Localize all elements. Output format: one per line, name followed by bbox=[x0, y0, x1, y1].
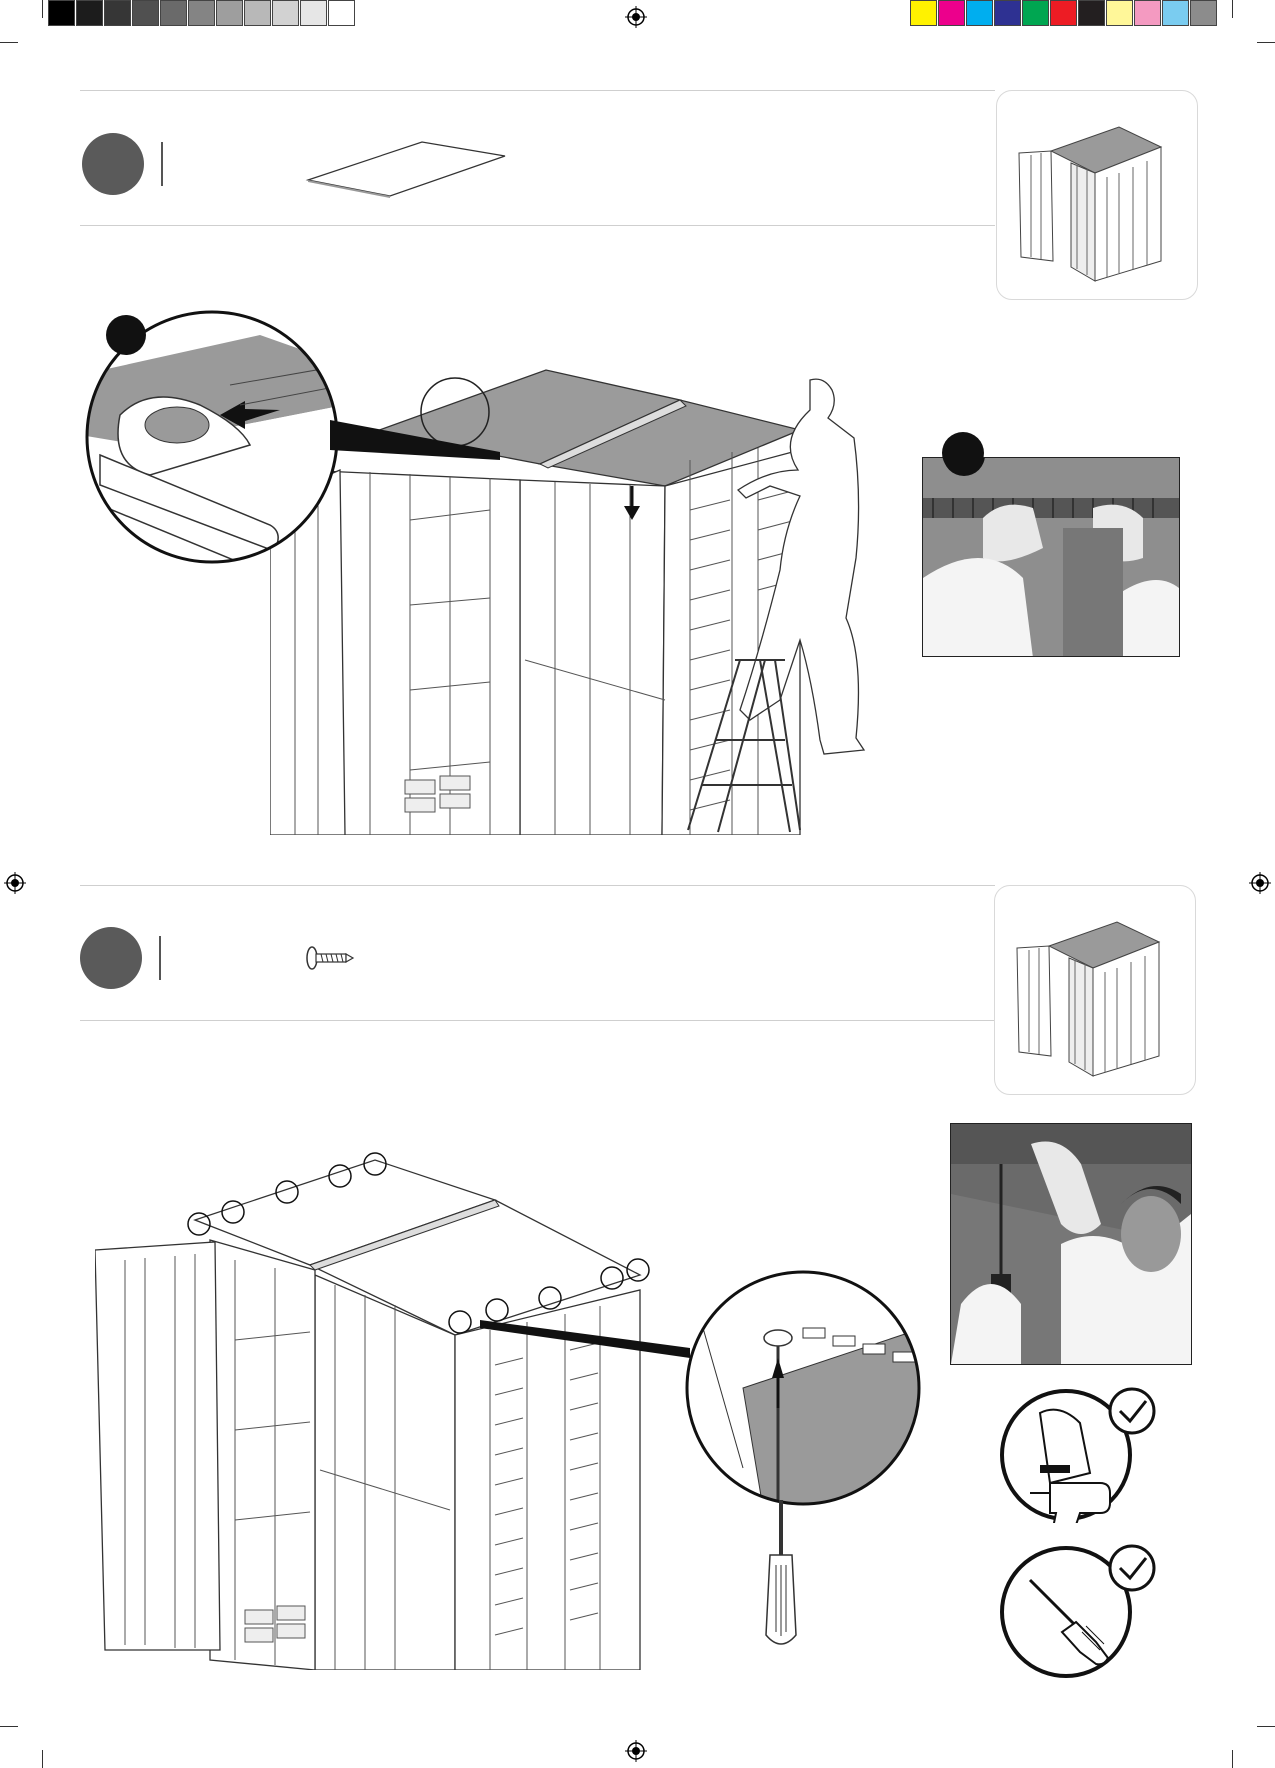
process-color-bar bbox=[910, 0, 1218, 28]
step-divider bbox=[80, 1020, 995, 1021]
crop-mark bbox=[42, 1750, 43, 1768]
color-swatch bbox=[1078, 0, 1105, 26]
crop-mark bbox=[1257, 42, 1275, 43]
shed-overview-icon bbox=[995, 886, 1195, 1094]
photo-step-marker bbox=[942, 432, 984, 474]
color-swatch bbox=[1106, 0, 1133, 26]
color-swatch bbox=[272, 0, 299, 26]
color-swatch bbox=[1022, 0, 1049, 26]
shed-overview-icon bbox=[997, 91, 1197, 299]
color-swatch bbox=[244, 0, 271, 26]
step-separator bbox=[159, 936, 161, 980]
registration-mark-icon bbox=[625, 6, 647, 28]
roof-screw-fastening-illustration bbox=[95, 1150, 665, 1670]
color-swatch bbox=[300, 0, 327, 26]
roof-panel-icon bbox=[300, 136, 515, 200]
detail-pointer bbox=[330, 410, 510, 480]
crop-mark bbox=[0, 1726, 18, 1727]
registration-mark-icon bbox=[1249, 872, 1271, 894]
registration-mark-icon bbox=[625, 1740, 647, 1762]
grayscale-color-bar bbox=[48, 0, 356, 28]
crop-mark bbox=[42, 0, 43, 18]
color-swatch bbox=[910, 0, 937, 26]
roof-clip-detail-icon bbox=[80, 305, 345, 570]
color-swatch bbox=[1134, 0, 1161, 26]
color-swatch bbox=[188, 0, 215, 26]
screw-detail-icon bbox=[683, 1268, 923, 1508]
color-swatch bbox=[994, 0, 1021, 26]
step-number-bubble bbox=[82, 133, 144, 195]
screwdriver-photo bbox=[950, 1123, 1192, 1365]
step-divider bbox=[80, 885, 995, 886]
color-swatch bbox=[938, 0, 965, 26]
screwdriver-illustration bbox=[756, 1500, 806, 1650]
crop-mark bbox=[0, 42, 18, 43]
step-separator bbox=[161, 142, 163, 186]
shed-overview-thumbnail bbox=[994, 885, 1196, 1095]
shed-overview-thumbnail bbox=[996, 90, 1198, 300]
crop-mark bbox=[1232, 0, 1233, 18]
color-swatch bbox=[328, 0, 355, 26]
color-swatch bbox=[216, 0, 243, 26]
step-divider bbox=[80, 225, 995, 226]
ridge-cap-press-photo bbox=[922, 457, 1180, 657]
color-swatch bbox=[1190, 0, 1217, 26]
drill-icon bbox=[1000, 1383, 1160, 1523]
crop-mark bbox=[1257, 1726, 1275, 1727]
screwdriver-icon bbox=[1000, 1540, 1160, 1680]
color-swatch bbox=[132, 0, 159, 26]
color-swatch bbox=[966, 0, 993, 26]
crop-mark bbox=[1232, 1750, 1233, 1768]
color-swatch bbox=[1050, 0, 1077, 26]
registration-mark-icon bbox=[4, 872, 26, 894]
color-swatch bbox=[104, 0, 131, 26]
detail-pointer bbox=[480, 1320, 700, 1380]
color-swatch bbox=[1162, 0, 1189, 26]
screw-icon bbox=[305, 945, 355, 971]
step-number-bubble bbox=[80, 927, 142, 989]
color-swatch bbox=[76, 0, 103, 26]
step-divider bbox=[80, 90, 995, 91]
color-swatch bbox=[160, 0, 187, 26]
color-swatch bbox=[48, 0, 75, 26]
